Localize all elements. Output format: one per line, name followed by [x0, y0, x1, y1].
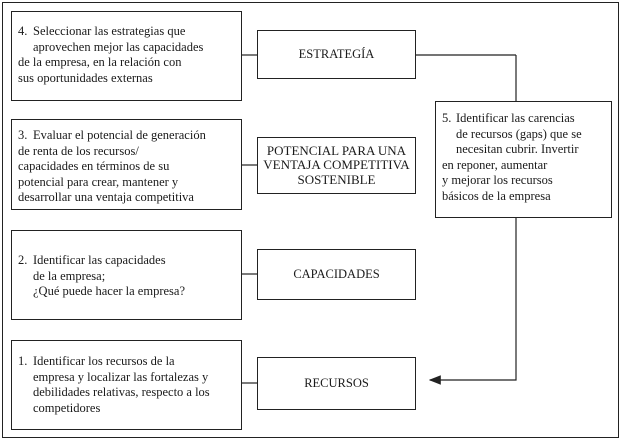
step-2-number: 2. — [18, 253, 28, 267]
feedback-arrow — [428, 218, 517, 385]
step-3-wrap: de renta de los recursos/capacidades en … — [18, 143, 194, 205]
step-4-line-2: aprovechen mejor las capacidades — [33, 39, 204, 54]
step-2-line-1: Identificar las capacidades — [33, 253, 166, 267]
step-1-box: 1. Identificar los recursos de la empres… — [11, 340, 242, 430]
step-4-box: 4. Seleccionar las estrategias que aprov… — [11, 11, 242, 101]
step-2-box: 2. Identificar las capacidades de la emp… — [11, 230, 242, 320]
label-recursos: RECURSOS — [257, 357, 416, 410]
step-4-line-1: Seleccionar las estrategias que — [33, 24, 186, 38]
step-5-box: 5. Identificar las carencias de recursos… — [435, 101, 612, 218]
diagram-frame — [2, 2, 619, 438]
step-5-number: 5. — [442, 111, 452, 125]
label-estrategia: ESTRATEGÍA — [257, 30, 416, 79]
step-2-wrap: de la empresa;¿Qué puede hacer la empres… — [33, 268, 185, 299]
step-3-line-1: Evaluar el potencial de generación — [33, 128, 206, 142]
step-4-number: 4. — [18, 24, 28, 38]
step-3-number: 3. — [18, 128, 28, 142]
label-potencial: POTENCIAL PARA UNA VENTAJA COMPETITIVA S… — [257, 137, 416, 194]
step-4-text: Seleccionar las estrategias que aprovech… — [33, 24, 237, 55]
step-1-number: 1. — [18, 354, 28, 368]
label-capacidades: CAPACIDADES — [257, 249, 416, 300]
step-5-line-1: Identificar las carencias — [456, 111, 575, 125]
step-3-box: 3. Evaluar el potencial de generación de… — [11, 119, 242, 210]
step-1-line-1: Identificar los recursos de la — [33, 354, 175, 368]
